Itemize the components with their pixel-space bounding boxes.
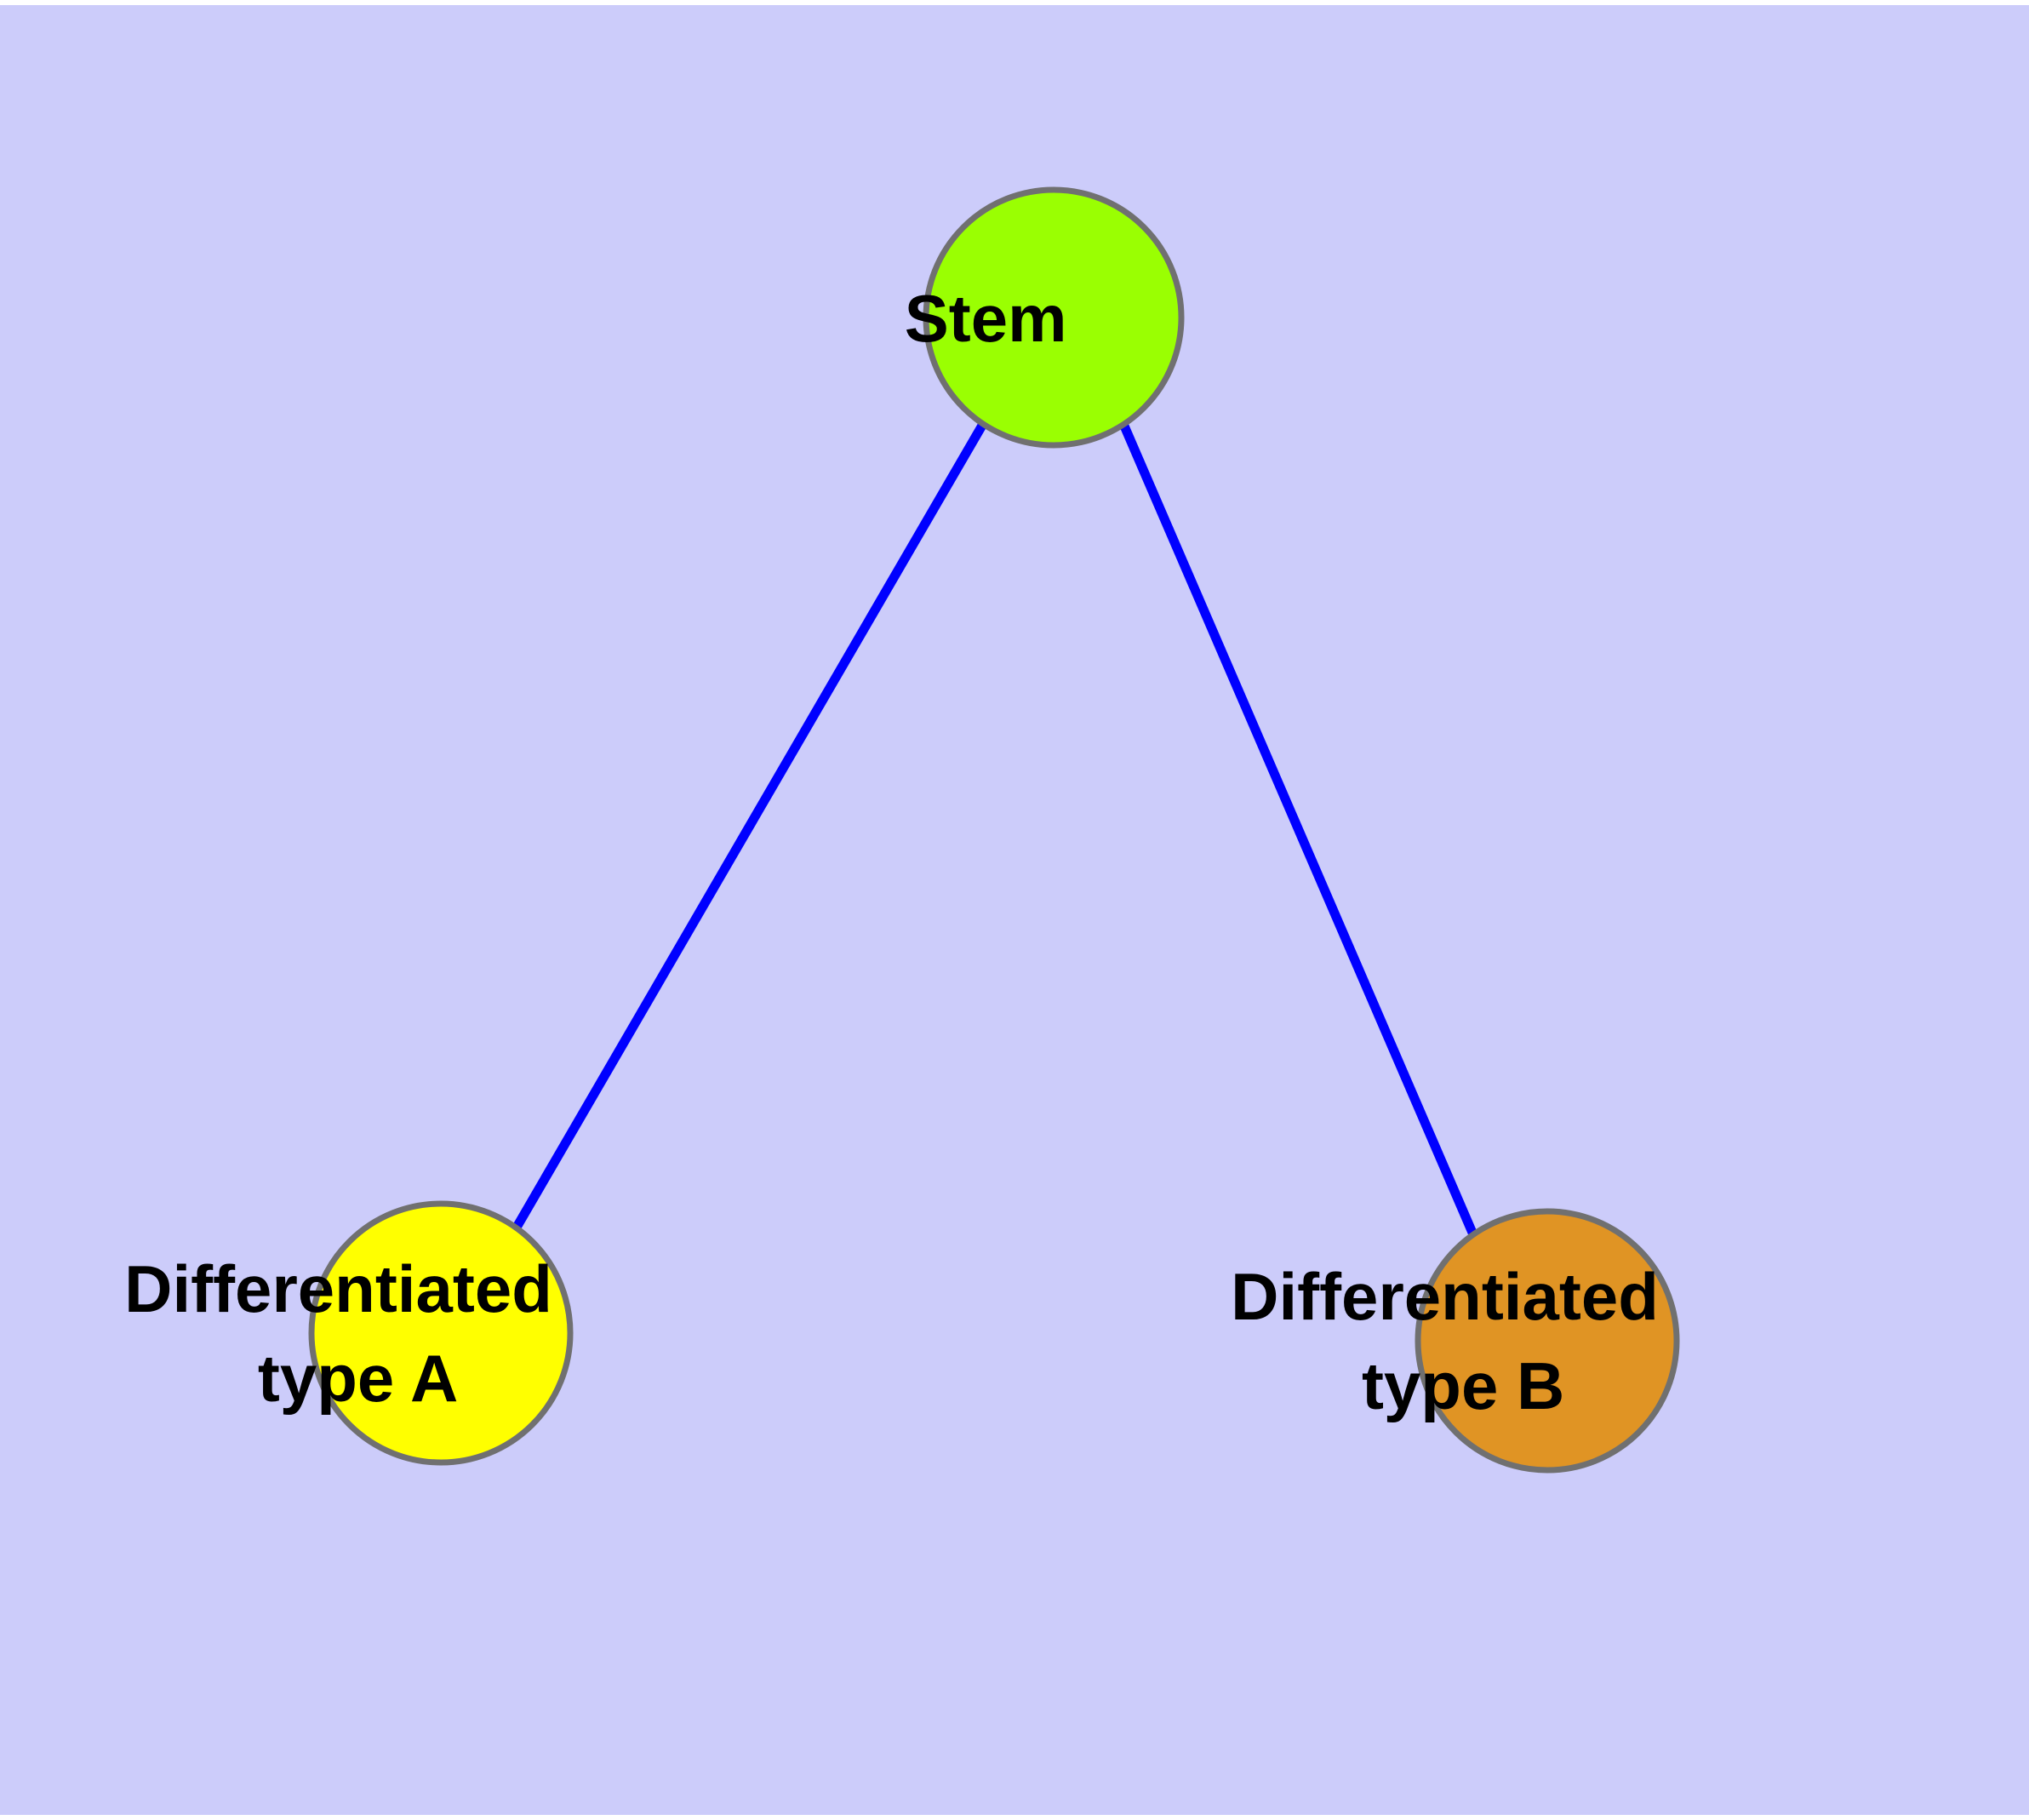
node-differentiated-type-a[interactable] [308,1200,574,1466]
node-stem[interactable] [923,186,1185,449]
edge-stem-to-differentiated-type-b[interactable] [1118,421,1477,1235]
label-layer: Stem Differentiated type A Differentiate… [124,281,1825,1423]
node-differentiated-type-b-label-line-2: type B [1362,1348,1564,1423]
node-layer [308,186,1680,1474]
edge-layer [513,421,1477,1235]
node-differentiated-type-b-label-line-1: Differentiated [1231,1259,1659,1334]
node-differentiated-type-b-label: Differentiated type B [1231,1259,1825,1423]
node-differentiated-type-b-circle[interactable] [1415,1208,1680,1474]
node-differentiated-type-b[interactable] [1415,1208,1680,1474]
node-stem-label: Stem [905,281,1196,356]
edge-stem-to-differentiated-type-a[interactable] [513,421,987,1228]
node-stem-label-line-1: Stem [905,281,1067,356]
node-differentiated-type-a-label-line-1: Differentiated [124,1251,552,1326]
node-differentiated-type-a-label-line-2: type A [258,1341,457,1416]
node-stem-circle[interactable] [923,186,1185,449]
node-differentiated-type-a-label: Differentiated type A [124,1251,718,1416]
node-differentiated-type-a-circle[interactable] [308,1200,574,1466]
